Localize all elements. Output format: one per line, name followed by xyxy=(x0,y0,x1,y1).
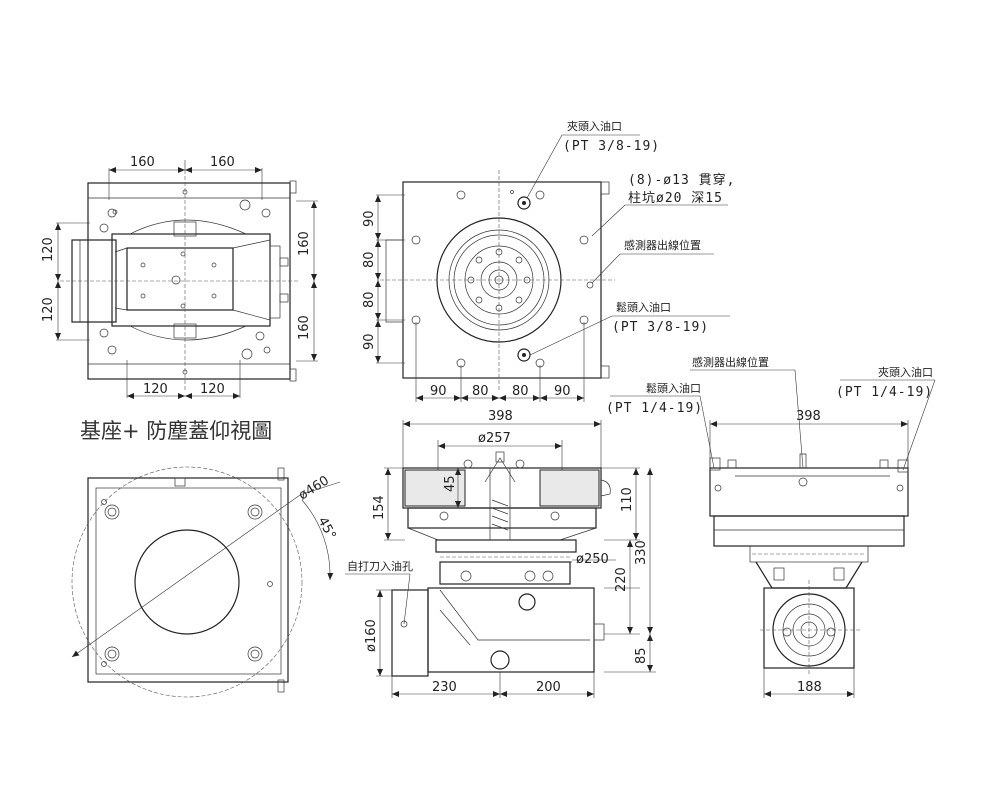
front-top-view: 夾頭入油口 (PT 3/8-19) (8)-ø13 貫穿, 柱坑ø20 深15 … xyxy=(362,119,735,402)
dim-left-2: 120 xyxy=(41,297,56,322)
callout-rv-release: 鬆頭入油口 xyxy=(646,381,701,395)
top-view: 160 160 120 120 120 120 160 160 xyxy=(41,155,318,399)
dim-side-230: 230 xyxy=(432,680,457,695)
rv-tick-band xyxy=(749,545,869,563)
callout-rv-clamp-thread: (PT 1/4-19) xyxy=(836,385,933,400)
dim-angle: 45° xyxy=(314,515,338,542)
dim-ft-left-3: 80 xyxy=(362,291,377,308)
dim-side-85: 85 xyxy=(634,647,649,664)
dim-ft-bottom-2: 80 xyxy=(472,384,489,399)
dim-side-154: 154 xyxy=(372,495,387,520)
dim-ft-bottom-4: 90 xyxy=(554,384,571,399)
dim-rv-188: 188 xyxy=(797,680,822,695)
callout-clamp-oil: 夾頭入油口 xyxy=(567,119,622,133)
side-section-view: 398 ø257 45 154 110 220 330 85 ø250 ø160 xyxy=(345,409,656,698)
dim-side-45: 45 xyxy=(443,475,458,492)
dim-side-220: 220 xyxy=(614,567,629,592)
dim-ft-left-4: 90 xyxy=(362,333,377,350)
callout-holes-1: (8)-ø13 貫穿, xyxy=(628,172,735,188)
dim-left-1: 120 xyxy=(41,237,56,262)
dim-ft-left-2: 80 xyxy=(362,251,377,268)
dim-side-dia257: ø257 xyxy=(478,431,511,446)
callout-release-oil: 鬆頭入油口 xyxy=(616,300,671,314)
dim-bottom-1: 120 xyxy=(143,382,168,397)
dim-side-200: 200 xyxy=(536,680,561,695)
dim-side-110: 110 xyxy=(620,487,635,512)
dim-right-2: 160 xyxy=(297,315,312,340)
callout-rv-sensor: 感測器出線位置 xyxy=(692,355,769,369)
dim-top-2: 160 xyxy=(210,155,235,170)
dim-rv-398: 398 xyxy=(796,409,821,424)
dim-side-398: 398 xyxy=(488,409,513,424)
callout-clamp-oil-thread: (PT 3/8-19) xyxy=(563,139,660,154)
view-caption: 基座+ 防塵蓋仰視圖 xyxy=(80,419,272,443)
callout-sensor: 感測器出線位置 xyxy=(624,238,701,252)
callout-auto-oil: 自打刀入油孔 xyxy=(347,559,413,573)
callout-release-oil-thread: (PT 3/8-19) xyxy=(612,320,709,335)
dim-side-dia160: ø160 xyxy=(364,619,379,652)
dim-side-dia250: ø250 xyxy=(576,552,609,567)
dim-bottom-2: 120 xyxy=(200,382,225,397)
dim-side-330: 330 xyxy=(634,540,649,565)
callout-rv-clamp: 夾頭入油口 xyxy=(878,365,933,379)
callout-rv-release-thread: (PT 1/4-19) xyxy=(606,401,703,416)
bottom-view: ø460 45° xyxy=(71,466,341,698)
dim-dia460: ø460 xyxy=(296,473,332,503)
callout-holes-2: 柱坑ø20 深15 xyxy=(628,191,723,206)
dim-ft-left-1: 90 xyxy=(362,210,377,227)
dim-ft-bottom-1: 90 xyxy=(430,384,447,399)
right-view: 398 188 感測器出線位置 鬆頭入油口 (PT 1/4-19) 夾頭入油口 … xyxy=(606,355,936,698)
dim-top-1: 160 xyxy=(130,155,155,170)
tick-band xyxy=(440,551,572,563)
dim-ft-bottom-3: 80 xyxy=(512,384,529,399)
dim-right-1: 160 xyxy=(297,231,312,256)
